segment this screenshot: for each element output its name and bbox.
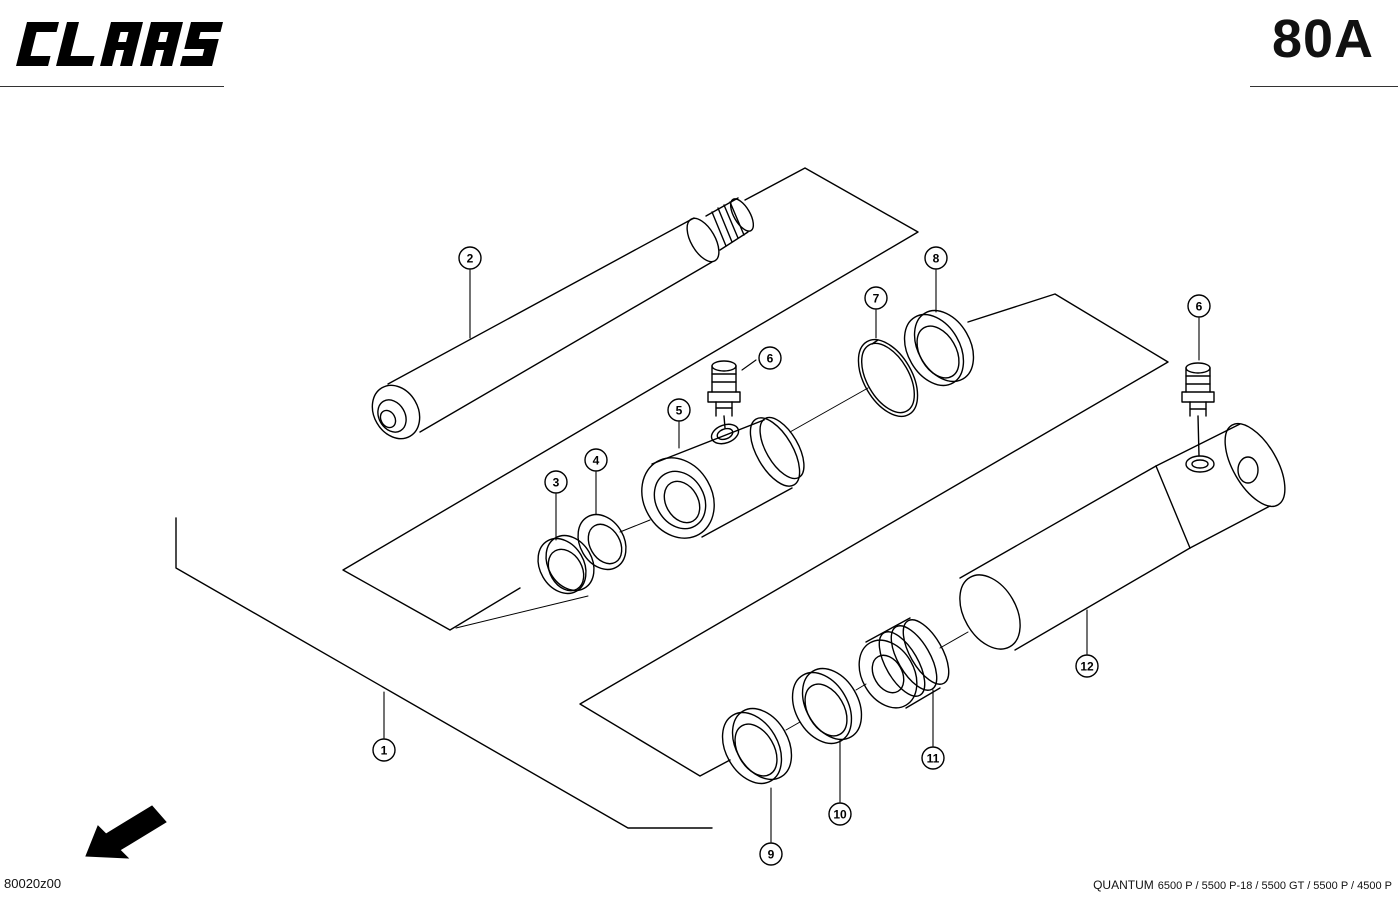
axis-line-10-11 <box>855 683 867 691</box>
callout-circle <box>758 346 782 370</box>
callout-5: 5 <box>667 398 691 422</box>
callout-circle <box>1075 654 1099 678</box>
axis-line-piston-snap <box>789 387 869 433</box>
wiper-ring-9 <box>721 707 793 785</box>
callout-circle <box>372 738 396 762</box>
callout-label: 6 <box>1196 300 1203 314</box>
axis-line-head-barrel <box>939 631 969 649</box>
callout-label: 9 <box>768 848 775 862</box>
callout-label: 3 <box>553 476 560 490</box>
callout-3: 3 <box>544 470 568 494</box>
hydraulic-fitting-upper <box>707 360 741 429</box>
callout-1: 1 <box>372 738 396 762</box>
middle-group-bracket <box>579 293 1169 777</box>
model-label: QUANTUM <box>1093 878 1154 892</box>
callout-4: 4 <box>584 448 608 472</box>
piston-head-part <box>641 416 805 539</box>
upper-group-bracket <box>342 167 919 631</box>
header-rule-left <box>0 86 224 87</box>
callout-circle <box>544 470 568 494</box>
seal-ring-10 <box>791 667 863 745</box>
hydraulic-fitting-right <box>1181 362 1215 457</box>
header-rule-right <box>1250 86 1398 87</box>
guide-ring-part <box>903 309 975 387</box>
axis-line-lower-left <box>455 595 589 629</box>
arrow-down-left-icon <box>85 805 167 859</box>
callout-circle <box>828 802 852 826</box>
callout-label: 6 <box>767 352 774 366</box>
callout-circle <box>667 398 691 422</box>
axis-line-seal-piston <box>619 519 651 533</box>
assembly-bracket-line <box>175 517 713 829</box>
callout-circle <box>864 286 888 310</box>
callout-label: 7 <box>873 292 880 306</box>
callout-circle <box>584 448 608 472</box>
piston-rod-part <box>371 197 755 440</box>
callout-circle <box>759 842 783 866</box>
snap-ring-part <box>857 338 919 418</box>
axis-line-9-10 <box>785 721 801 731</box>
drawing-code: 80020z00 <box>4 876 62 891</box>
seal-ring-4 <box>577 513 627 571</box>
callout-6: 6 <box>758 346 782 370</box>
callout-label: 12 <box>1080 660 1094 674</box>
callout-10: 10 <box>828 802 852 826</box>
callout-label: 10 <box>833 808 847 822</box>
callout-circle <box>924 246 948 270</box>
callout-label: 1 <box>381 744 388 758</box>
callout-circle <box>1187 294 1211 318</box>
claas-logo <box>16 22 224 66</box>
leader-lines <box>383 269 1200 843</box>
callout-11: 11 <box>921 746 945 770</box>
callout-9: 9 <box>759 842 783 866</box>
callout-circle <box>458 246 482 270</box>
callout-2: 2 <box>458 246 482 270</box>
callout-7: 7 <box>864 286 888 310</box>
callout-label: 8 <box>933 252 940 266</box>
callout-circle <box>921 746 945 770</box>
cylinder-barrel-part <box>959 422 1286 651</box>
model-variants: 6500 P / 5500 P-18 / 5500 GT / 5500 P / … <box>1157 880 1392 892</box>
callout-label: 2 <box>467 252 474 266</box>
page-number: 80A <box>1271 9 1374 69</box>
callout-label: 4 <box>593 454 600 468</box>
callout-8: 8 <box>924 246 948 270</box>
callout-label: 11 <box>927 752 940 766</box>
callout-12: 12 <box>1075 654 1099 678</box>
callout-6: 6 <box>1187 294 1211 318</box>
callout-label: 5 <box>676 404 683 418</box>
cylinder-head-part <box>858 617 950 709</box>
